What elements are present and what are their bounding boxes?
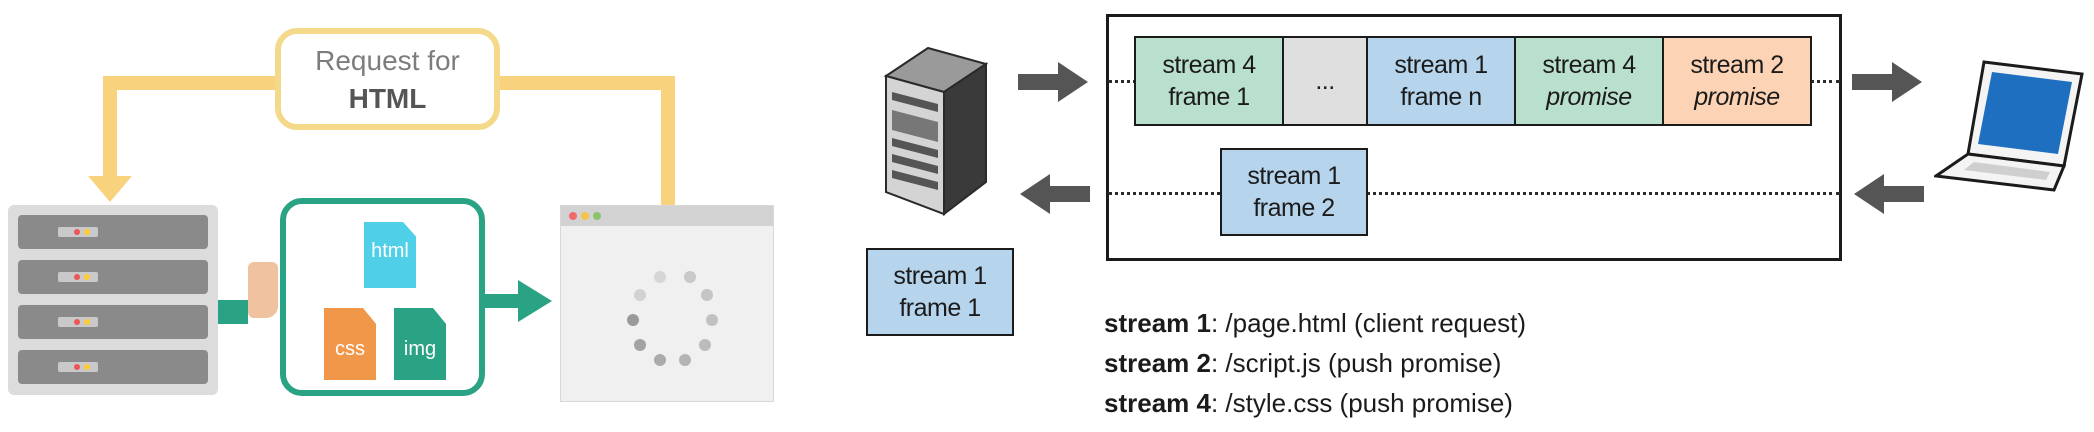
request-path-arrows [88,76,675,322]
html-file-icon: html [364,222,416,288]
request-for-html-label: Request for HTML [275,28,500,130]
rack-unit [18,215,208,249]
arrow-left-icon [1854,174,1924,214]
arrow-right-icon [1852,62,1922,102]
arrow-right-icon [1018,62,1088,102]
arrow-left-icon [1020,174,1090,214]
response-content-box: html css img [280,198,485,396]
frame-ellipsis: ... [1282,36,1368,126]
laptop-icon [1934,60,2084,192]
img-file-icon: img [394,308,446,380]
legend-item-stream1: stream 1: /page.html (client request) [1104,308,1527,338]
frame-stream1-frame2: stream 1 frame 2 [1220,148,1368,236]
server-rack-icon [8,205,218,395]
frame-stream4-frame1: stream 4 frame 1 [1134,36,1284,126]
frame-stream2-promise: stream 2 promise [1662,36,1812,126]
request-label-line1: Request for [315,45,460,76]
legend-item-stream4: stream 4: /style.css (push promise) [1104,388,1513,418]
browser-titlebar [561,206,773,226]
frame-stream1-frame-n: stream 1 frame n [1366,36,1516,126]
rack-unit [18,260,208,294]
rack-unit [18,305,208,339]
css-file-icon: css [324,308,376,380]
hand-icon [248,262,278,318]
connection-box [1106,14,1842,261]
server-tower-icon [883,46,989,217]
inbound-dotted-line [1108,192,1840,195]
browser-window-icon [560,205,774,402]
server-connector-icon [218,300,248,324]
frame-stream1-frame1-received: stream 1 frame 1 [866,248,1014,336]
frame-stream4-promise: stream 4 promise [1514,36,1664,126]
request-label-line2: HTML [348,83,427,114]
legend-item-stream2: stream 2: /script.js (push promise) [1104,348,1502,378]
rack-unit [18,350,208,384]
